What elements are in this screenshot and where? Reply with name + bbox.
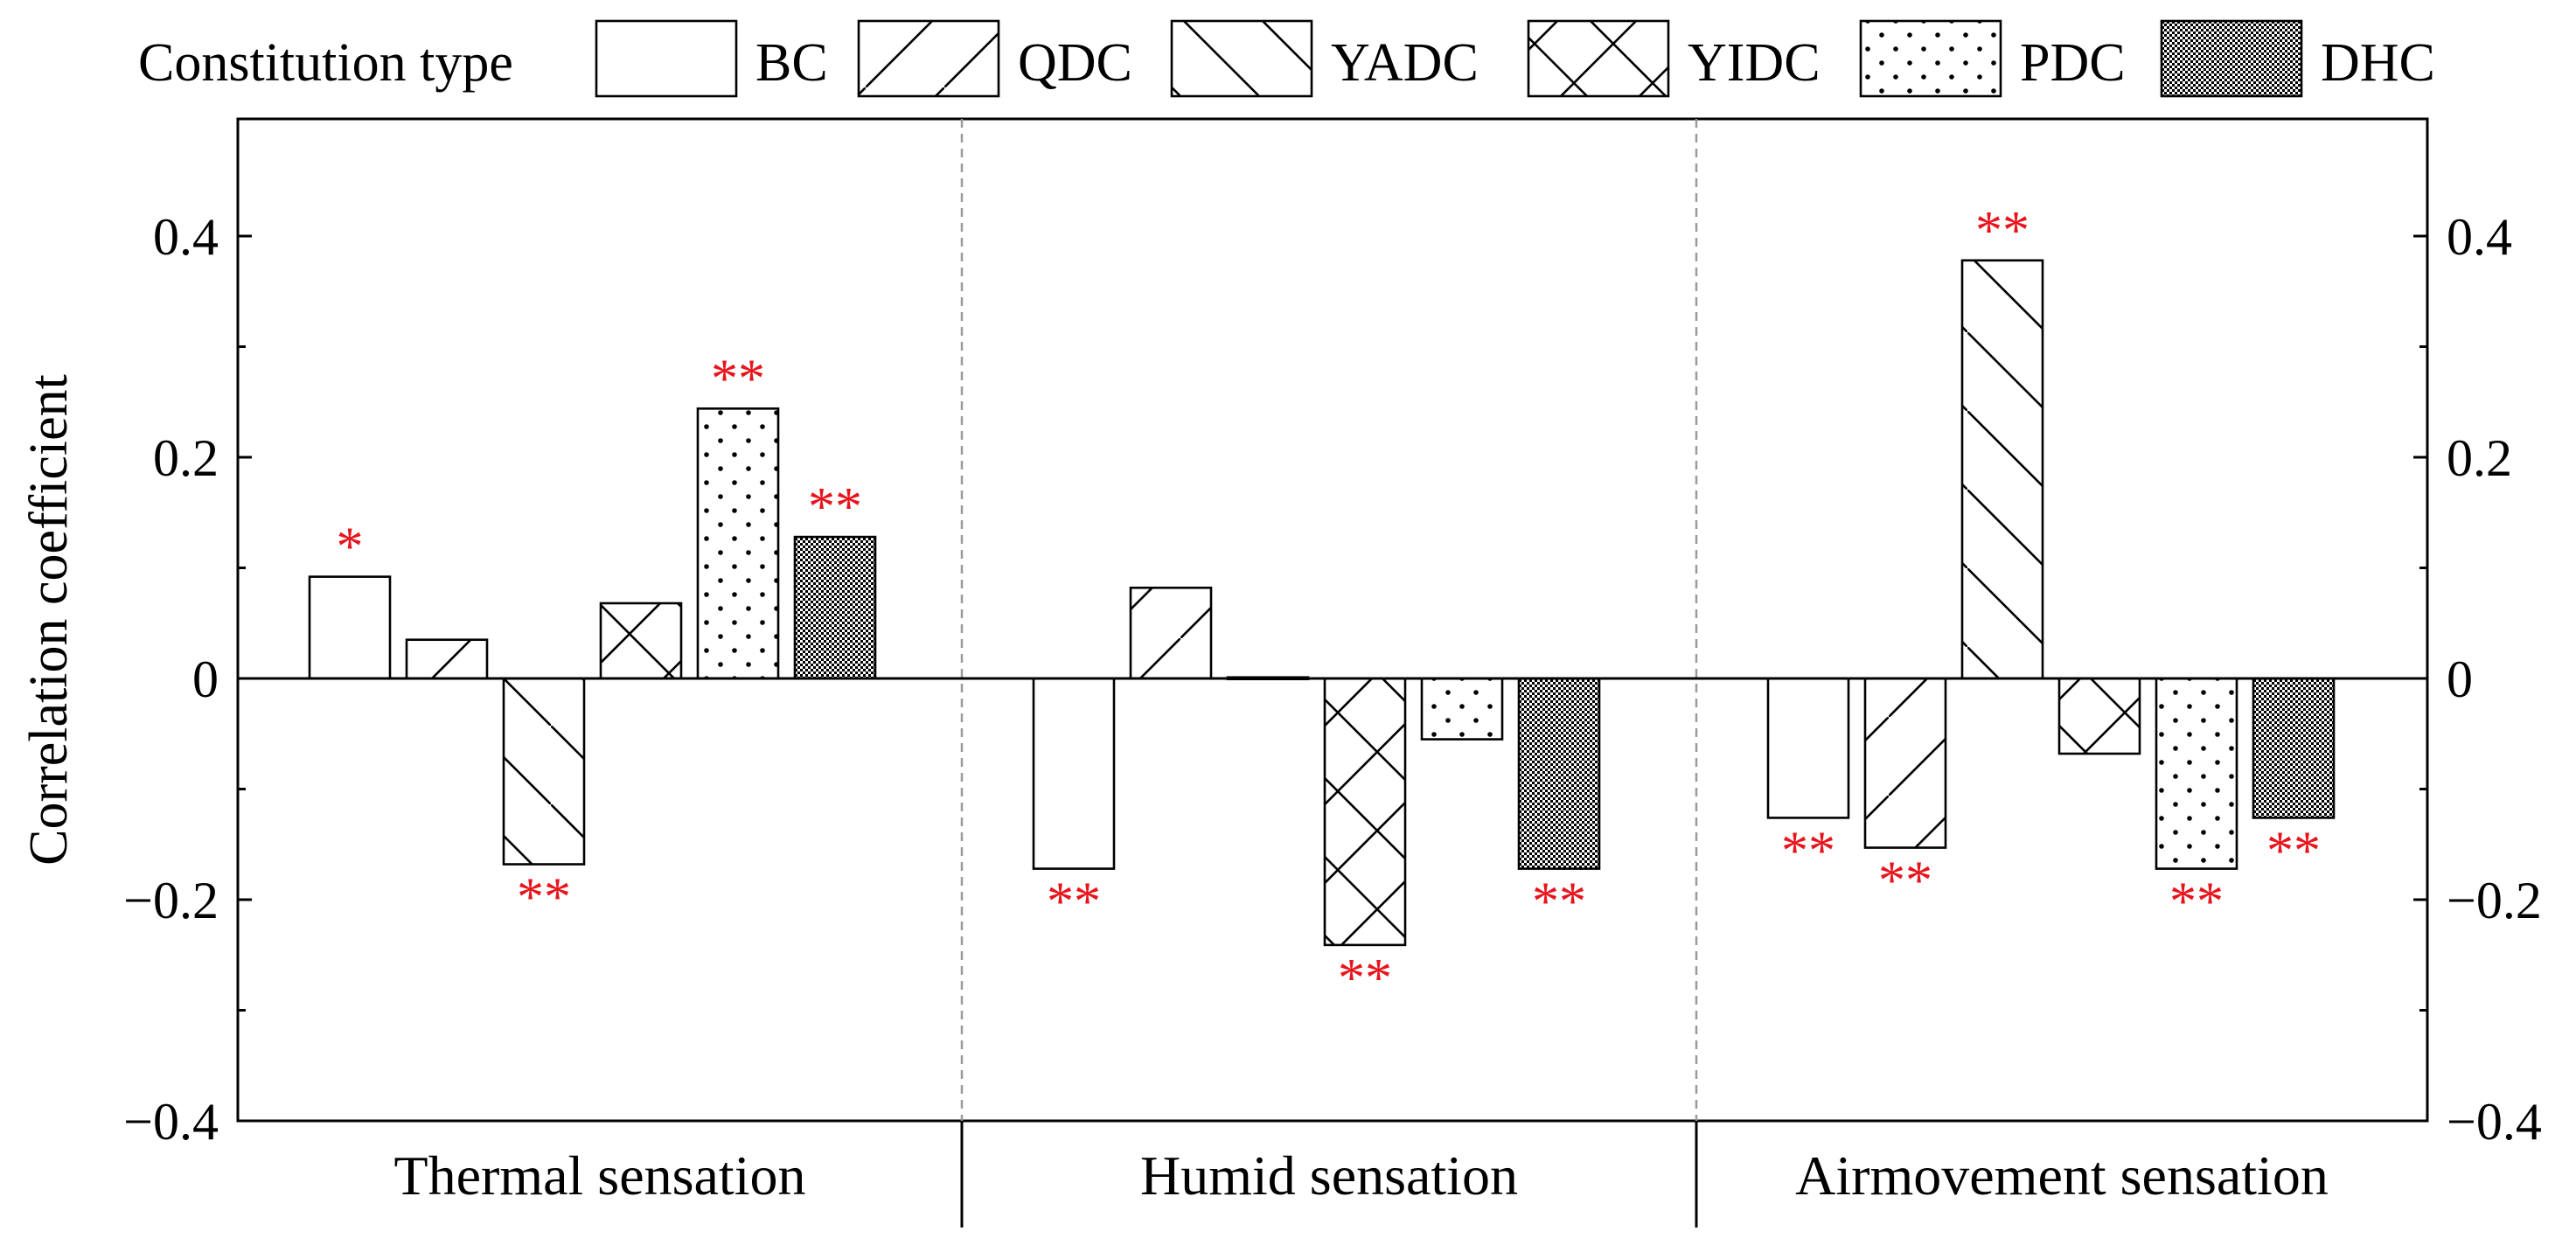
bar-pdc-2 — [1420, 677, 1504, 741]
bar-qdc-2 — [1129, 586, 1213, 680]
significance-mark: * — [337, 518, 364, 577]
significance-marks: *********************** — [337, 201, 2322, 1008]
y-tick-label-left: −0.2 — [123, 872, 219, 929]
chart-legend: Constitution type BC QDC YADC YIDC PDC DHC — [138, 19, 2435, 98]
category-label: Thermal sensation — [394, 1144, 806, 1207]
bar-bc-2 — [1032, 677, 1116, 870]
category-label: Airmovement sensation — [1795, 1144, 2329, 1207]
significance-mark: ** — [1047, 873, 1101, 932]
legend-swatch-dhc — [2160, 19, 2303, 98]
y-axis-ticks: 0.4 0.4 0.2 0.2 0 0 −0.2 −0.2 −0.4 −0.4 — [123, 208, 2542, 1151]
bar-bc-3 — [1766, 677, 1850, 819]
significance-mark: ** — [808, 477, 862, 537]
y-tick-label-right: −0.2 — [2447, 872, 2542, 929]
y-tick-label-right: 0.2 — [2447, 429, 2512, 487]
y-tick-label-right: 0.4 — [2447, 208, 2512, 266]
bar-yidc-1 — [599, 602, 683, 680]
bar-qdc-1 — [405, 638, 489, 680]
legend-swatch-qdc — [857, 19, 1000, 98]
y-tick-label-left: −0.4 — [123, 1093, 219, 1151]
bar-yidc-3 — [2057, 677, 2141, 755]
legend-label-pdc: PDC — [2020, 33, 2126, 93]
significance-mark: ** — [1781, 821, 1835, 880]
bar-yadc-1 — [502, 677, 586, 866]
bar-dhc-1 — [793, 535, 877, 680]
bars-group — [308, 259, 2336, 947]
legend-swatch-yidc — [1527, 19, 1670, 98]
legend-swatch-yadc — [1170, 19, 1313, 98]
legend-label-yidc: YIDC — [1688, 33, 1821, 93]
bar-pdc-1 — [696, 407, 780, 680]
significance-mark: ** — [2266, 821, 2321, 880]
y-tick-label-right: 0 — [2447, 650, 2473, 708]
legend-label-dhc: DHC — [2321, 33, 2435, 93]
category-labels: Thermal sensation Humid sensation Airmovem… — [394, 1144, 2329, 1207]
bar-qdc-3 — [1863, 677, 1947, 849]
bar-dhc-3 — [2252, 677, 2336, 819]
y-tick-label-right: −0.4 — [2447, 1093, 2542, 1151]
y-tick-label-left: 0.4 — [153, 208, 219, 266]
y-tick-label-left: 0.2 — [153, 429, 219, 487]
significance-mark: ** — [1532, 873, 1586, 932]
y-tick-label-left: 0 — [192, 650, 219, 708]
significance-mark: ** — [1878, 852, 1932, 911]
category-label: Humid sensation — [1140, 1144, 1518, 1207]
y-axis-label: Correlation coefficient — [19, 374, 79, 866]
significance-mark: ** — [711, 349, 765, 408]
bar-pdc-3 — [2155, 677, 2238, 870]
significance-mark: ** — [1338, 949, 1392, 1008]
significance-mark: ** — [2169, 873, 2224, 932]
bar-bc-1 — [308, 575, 392, 680]
legend-swatch-bc — [595, 19, 738, 98]
legend-title: Constitution type — [138, 33, 513, 93]
bar-dhc-2 — [1517, 677, 1601, 870]
legend-label-bc: BC — [755, 33, 828, 93]
plot-frame — [236, 117, 2429, 1123]
legend-swatch-pdc — [1859, 19, 2002, 98]
legend-label-qdc: QDC — [1018, 33, 1132, 93]
significance-mark: ** — [1975, 201, 2029, 261]
bar-yadc-3 — [1960, 259, 2044, 680]
legend-label-yadc: YADC — [1331, 33, 1479, 93]
significance-mark: ** — [517, 868, 571, 928]
bar-yidc-2 — [1323, 677, 1407, 947]
